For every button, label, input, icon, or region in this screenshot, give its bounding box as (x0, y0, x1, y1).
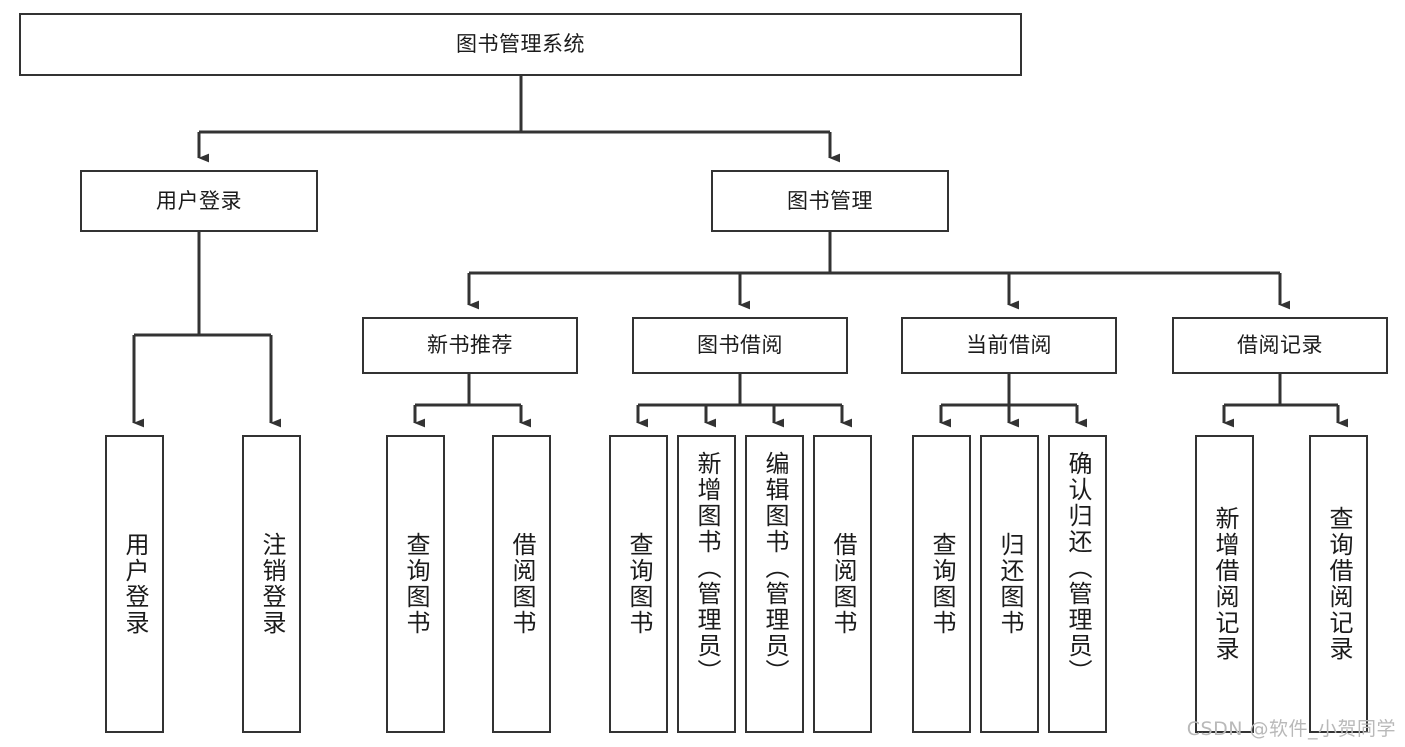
node-label: 借阅记录 (1237, 333, 1323, 358)
node-leaf-query-book-borrow[interactable]: 查询图书 (609, 435, 668, 733)
node-label: 查询借阅记录 (1324, 506, 1353, 662)
node-new-book-recommend[interactable]: 新书推荐 (362, 317, 578, 374)
node-label: 图书借阅 (697, 333, 783, 358)
node-leaf-user-login[interactable]: 用户登录 (105, 435, 164, 733)
node-leaf-query-borrow-record[interactable]: 查询借阅记录 (1309, 435, 1368, 733)
node-label: 注销登录 (257, 532, 286, 636)
node-root-book-management-system[interactable]: 图书管理系统 (19, 13, 1022, 76)
node-leaf-borrow-book[interactable]: 借阅图书 (813, 435, 872, 733)
node-label: 新增借阅记录 (1210, 506, 1239, 662)
node-label: 图书管理系统 (456, 32, 585, 57)
node-borrow-record[interactable]: 借阅记录 (1172, 317, 1388, 374)
node-leaf-borrow-book-recommend[interactable]: 借阅图书 (492, 435, 551, 733)
node-label: 归还图书 (995, 532, 1024, 636)
node-leaf-query-book-recommend[interactable]: 查询图书 (386, 435, 445, 733)
node-label: 确认归还（管理员） (1063, 451, 1092, 685)
node-leaf-edit-book-admin[interactable]: 编辑图书（管理员） (745, 435, 804, 733)
node-label: 借阅图书 (828, 532, 857, 636)
node-leaf-add-book-admin[interactable]: 新增图书（管理员） (677, 435, 736, 733)
node-label: 用户登录 (156, 188, 242, 213)
node-label: 新书推荐 (427, 333, 513, 358)
node-label: 查询图书 (624, 532, 653, 636)
node-leaf-add-borrow-record[interactable]: 新增借阅记录 (1195, 435, 1254, 733)
node-label: 查询图书 (401, 532, 430, 636)
node-label: 查询图书 (927, 532, 956, 636)
node-user-login[interactable]: 用户登录 (80, 170, 318, 232)
node-label: 用户登录 (120, 532, 149, 636)
node-book-borrow[interactable]: 图书借阅 (632, 317, 848, 374)
node-label: 当前借阅 (966, 333, 1052, 358)
node-leaf-query-book-current[interactable]: 查询图书 (912, 435, 971, 733)
node-leaf-return-book[interactable]: 归还图书 (980, 435, 1039, 733)
node-label: 编辑图书（管理员） (760, 451, 789, 685)
node-book-management[interactable]: 图书管理 (711, 170, 949, 232)
node-leaf-confirm-return-admin[interactable]: 确认归还（管理员） (1048, 435, 1107, 733)
node-label: 借阅图书 (507, 532, 536, 636)
node-leaf-logout[interactable]: 注销登录 (242, 435, 301, 733)
node-label: 新增图书（管理员） (692, 451, 721, 685)
node-label: 图书管理 (787, 188, 873, 213)
node-current-borrow[interactable]: 当前借阅 (901, 317, 1117, 374)
